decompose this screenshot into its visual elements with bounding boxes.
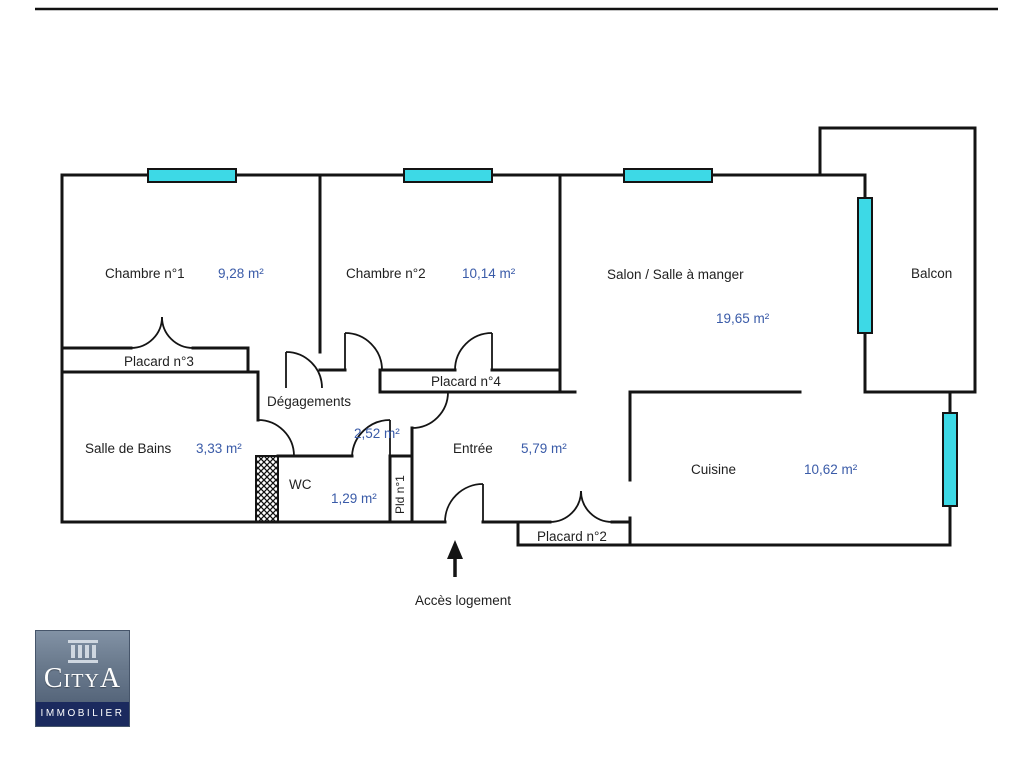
room-labels: Chambre n°1 9,28 m² Chambre n°2 10,14 m²… [85,266,952,544]
column-icon [67,640,98,663]
window-salon-icon [623,168,713,183]
citya-logo-bar: IMMOBILIER [36,702,129,726]
room-label-bains: Salle de Bains [85,441,172,456]
window-balcon-icon [857,197,873,334]
door-arc-placard3-right [161,316,194,349]
room-area-chambre1: 9,28 m² [218,266,264,281]
door-arc-placard2-left [549,490,582,523]
access-annotation: Accès logement [415,540,511,608]
room-area-entree: 5,79 m² [521,441,567,456]
room-area-chambre2: 10,14 m² [462,266,516,281]
room-area-degagements: 2,52 m² [354,426,400,441]
citya-logo: CityA IMMOBILIER [35,630,130,727]
room-label-balcon: Balcon [911,266,952,281]
door-arcs [130,316,613,523]
room-label-wc: WC [289,477,312,492]
windows [147,168,958,507]
room-area-salon: 19,65 m² [716,311,770,326]
access-label: Accès logement [415,593,511,608]
citya-logo-top: CityA [36,631,129,702]
logo-tagline-text: IMMOBILIER [40,708,125,719]
room-label-entree: Entrée [453,441,493,456]
room-area-wc: 1,29 m² [331,491,377,506]
room-label-placard4: Placard n°4 [431,374,501,389]
room-label-placard2: Placard n°2 [537,529,607,544]
room-label-degagements: Dégagements [267,394,351,409]
room-label-cuisine: Cuisine [691,462,736,477]
door-arc-chambre2 [344,332,383,371]
room-area-bains: 3,33 m² [196,441,242,456]
room-label-pld1: Pld n°1 [393,475,407,514]
walls [60,126,977,547]
room-label-salon: Salon / Salle à manger [607,267,744,282]
window-cuisine-icon [942,412,958,507]
room-label-placard3: Placard n°3 [124,354,194,369]
access-arrow-icon [447,540,463,559]
room-label-chambre2: Chambre n°2 [346,266,426,281]
duct-hatched-block [255,455,279,523]
room-label-chambre1: Chambre n°1 [105,266,185,281]
door-arc-access [444,483,484,523]
door-arc-chambre1 [285,351,323,389]
door-arc-bathroom [257,419,295,457]
door-arc-placard3-left [130,316,163,349]
door-arc-placard4 [454,332,493,371]
door-arc-entree [411,391,449,429]
room-area-cuisine: 10,62 m² [804,462,858,477]
door-arc-placard2-right [580,490,613,523]
window-chambre2-icon [403,168,493,183]
logo-brand-text: CityA [43,663,122,694]
window-chambre1-icon [147,168,237,183]
door-arc-wc [351,419,391,457]
